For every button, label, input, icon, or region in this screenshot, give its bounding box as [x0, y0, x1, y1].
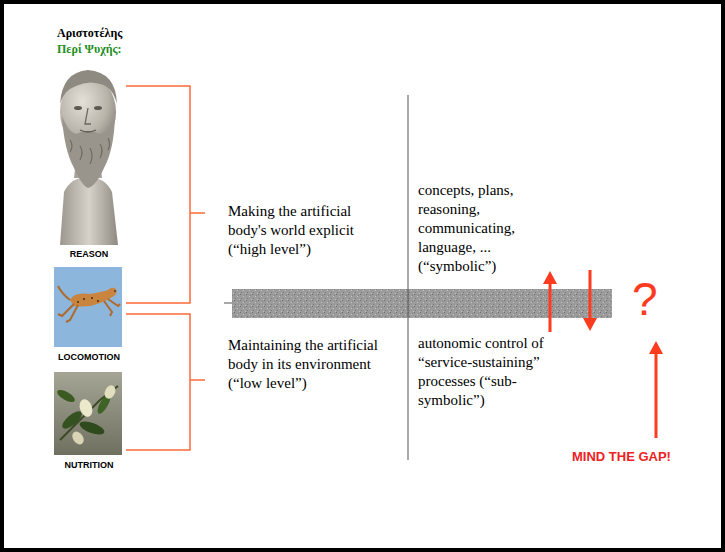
red-arrow-part — [583, 318, 597, 331]
plant-photo-part — [77, 397, 94, 418]
plant-photo-part — [78, 419, 106, 437]
picture-caption: REASON — [70, 249, 109, 260]
running-cheetah-part — [114, 290, 116, 292]
note-text: Maintaining the artificial body in its e… — [228, 336, 383, 393]
aristotle-bust-part — [62, 116, 115, 188]
plant-photo-part — [54, 372, 122, 455]
running-cheetah-part — [77, 301, 79, 303]
running-cheetah-part — [91, 297, 93, 299]
note-text: concepts, plans, reasoning, communicatin… — [418, 181, 553, 276]
running-cheetah-part — [83, 298, 85, 300]
red-arrow-part — [543, 271, 557, 284]
picture-caption: LOCOMOTION — [58, 352, 120, 363]
aristotle-bust-part — [60, 178, 118, 245]
callout-label: MIND THE GAP! — [572, 449, 671, 464]
gap-band-part — [224, 303, 232, 304]
running-cheetah-part — [97, 300, 99, 302]
picture-panel: NUTRITION — [50, 370, 128, 471]
gap-band — [224, 289, 612, 318]
picture-caption: NUTRITION — [65, 460, 114, 471]
red-arrow — [543, 270, 663, 438]
red-arrow-part — [649, 341, 663, 354]
red-arrow-part — [589, 270, 592, 320]
plant-photo-part — [55, 388, 76, 405]
plant-photo-part — [60, 408, 85, 431]
running-cheetah-part — [58, 304, 74, 316]
red-arrow-part — [655, 352, 658, 438]
aristotle-bust-part — [74, 106, 82, 110]
orange-bracket-part — [126, 314, 190, 450]
subtitle-label: Περί Ψυχής: — [57, 42, 122, 57]
orange-bracket-part — [190, 379, 205, 381]
aristotle-bust — [60, 70, 118, 245]
red-arrow-part — [549, 282, 552, 332]
running-cheetah-part — [58, 286, 70, 300]
running-cheetah-part — [54, 267, 122, 347]
orange-bracket — [126, 86, 205, 450]
plant-photo-part — [103, 384, 118, 401]
aristotle-bust-part — [60, 70, 117, 104]
aristotle-bust-part — [70, 138, 110, 164]
plant-photo-part — [70, 429, 86, 446]
note-text: autonomic control of “service-sustaining… — [418, 334, 553, 410]
plant-photo — [54, 372, 122, 455]
diagram-title: Αριστοτέλης — [57, 26, 122, 41]
running-cheetah — [54, 267, 122, 347]
note-text: Making the artificial body's world expli… — [228, 202, 383, 259]
orange-bracket-part — [190, 212, 205, 214]
aristotle-bust-part — [80, 130, 96, 132]
aristotle-bust-part — [85, 108, 91, 124]
aristotle-bust-part — [94, 106, 102, 110]
gap-band-part — [232, 289, 612, 318]
running-cheetah-part — [108, 299, 120, 306]
divider-line — [408, 95, 409, 460]
running-cheetah-part — [70, 288, 117, 307]
picture-panel: REASON — [50, 62, 128, 260]
picture-panel: LOCOMOTION — [50, 265, 128, 363]
orange-bracket-part — [126, 86, 190, 303]
question-mark: ? — [632, 274, 658, 324]
running-cheetah-part — [104, 301, 112, 316]
running-cheetah-part — [66, 305, 78, 322]
